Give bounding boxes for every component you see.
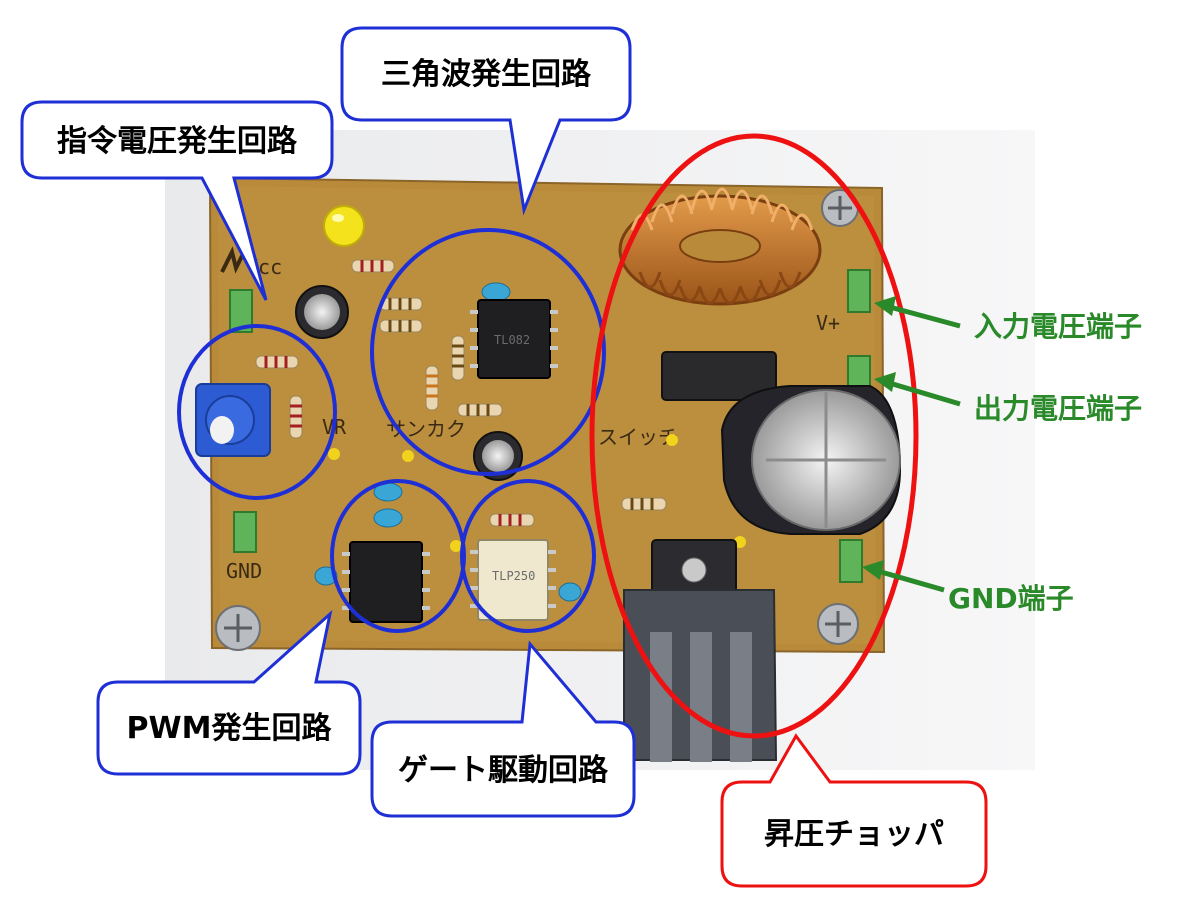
ceramic-cap-1: [481, 282, 511, 302]
callout-reference-voltage-text: 指令電圧発生回路: [57, 124, 298, 159]
callout-pwm-text: PWM発生回路: [127, 711, 333, 746]
resistor-r8: [457, 403, 503, 417]
callout-boost-chopper: 昇圧チョッパ: [720, 733, 988, 888]
arrow-gnd-terminal: [862, 560, 945, 593]
ceramic-cap-3: [373, 508, 403, 528]
silk-scribble: [220, 246, 246, 274]
test-pin-3: [666, 434, 678, 446]
toroidal-inductor: [618, 187, 822, 306]
block-outline-triangle: [370, 228, 606, 476]
ic-triangle-wave: TL082: [470, 299, 558, 379]
resistor-r10: [489, 513, 535, 527]
arrow-output-terminal: [874, 372, 961, 407]
callout-triangle-wave: 三角波発生回路: [340, 26, 632, 216]
led-yellow: [323, 205, 365, 247]
ic-gate-driver: TLP250: [470, 539, 556, 621]
screw-bottom-left: [215, 605, 261, 651]
resistor-r1: [351, 259, 395, 273]
ic-pwm: [342, 541, 430, 623]
svg-text:TL082: TL082: [494, 333, 530, 347]
test-pin-1: [328, 448, 340, 460]
resistor-r2: [379, 297, 423, 311]
silk-gnd: GND: [226, 559, 262, 583]
silk-switch: スイッチ: [598, 425, 678, 449]
arrow-input-terminal: [874, 296, 961, 329]
resistor-r3: [379, 319, 423, 333]
test-pin-5: [450, 540, 462, 552]
terminal-block-gnd: [233, 511, 257, 553]
resistor-r9: [621, 497, 667, 511]
test-pin-2: [402, 450, 414, 462]
resistor-r5: [289, 395, 303, 439]
silk-vplus: V+: [816, 311, 840, 335]
capacitor-small-center: [473, 431, 523, 481]
callout-triangle-wave-text: 三角波発生回路: [381, 57, 592, 92]
callout-pwm: PWM発生回路: [96, 609, 362, 776]
screw-top-right: [821, 189, 859, 227]
svg-text:TLP250: TLP250: [492, 569, 535, 583]
terminal-block-gnd-right: [839, 539, 863, 583]
terminal-block-input: [847, 269, 871, 313]
resistor-r7: [451, 335, 465, 381]
callout-gate-drive: ゲート駆動回路: [370, 640, 636, 818]
label-input-terminal: 入力電圧端子: [974, 310, 1142, 343]
terminal-block-vcc: [229, 289, 253, 333]
block-outline-boost: [589, 133, 919, 739]
capacitor-large: [720, 385, 902, 535]
heatsink: [623, 589, 778, 762]
label-output-terminal: 出力電圧端子: [974, 392, 1142, 425]
callout-gate-drive-text: ゲート駆動回路: [398, 753, 609, 788]
screw-bottom-right: [817, 603, 859, 645]
capacitor-small-left: [295, 285, 349, 339]
callout-boost-chopper-text: 昇圧チョッパ: [764, 817, 944, 852]
block-outline-reference: [177, 324, 337, 500]
ceramic-cap-5: [558, 582, 582, 602]
callout-reference-voltage: 指令電圧発生回路: [20, 100, 334, 301]
resistor-r4: [255, 355, 299, 369]
diode-block: [661, 351, 777, 401]
resistor-r6: [425, 365, 439, 411]
label-gnd-terminal: GND端子: [948, 582, 1074, 615]
block-outline-gate: [460, 479, 596, 633]
potentiometer: [195, 383, 271, 457]
